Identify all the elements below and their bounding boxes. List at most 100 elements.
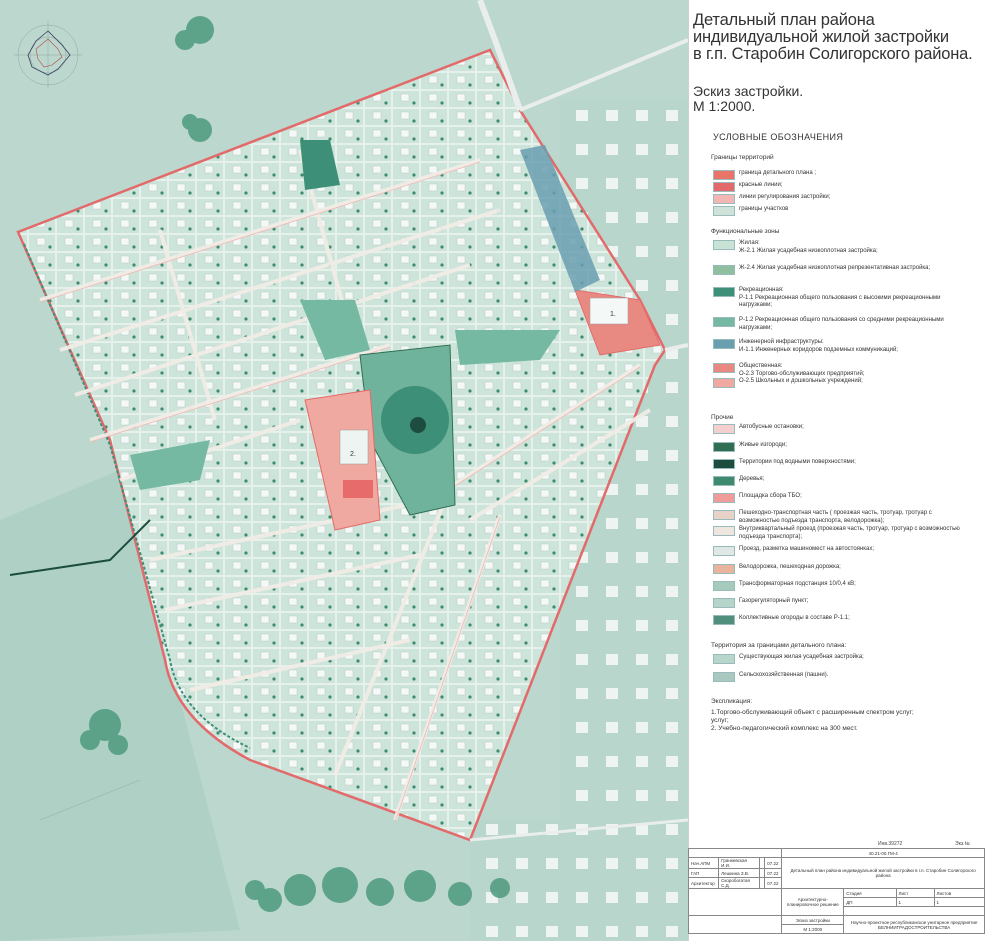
boundary-row: линии регулирования застройки; bbox=[713, 194, 969, 204]
boundary-label: линии регулирования застройки; bbox=[739, 194, 831, 200]
boundary-swatch bbox=[713, 182, 735, 192]
organization: Научно-проектное республиканское унитарн… bbox=[843, 915, 985, 934]
zone-label: Рекреационная: Р-1.1 Рекреационная общег… bbox=[739, 287, 941, 308]
other-swatch bbox=[713, 442, 735, 452]
zone-swatch bbox=[713, 240, 735, 250]
zone-row: О-2.5 Школьных и дошкольных учреждений; bbox=[713, 378, 969, 388]
boundary-row: граница детального плана ; bbox=[713, 170, 969, 180]
other-row: Автобусные остановки; bbox=[713, 424, 969, 434]
title-line-5: М 1:2000. bbox=[693, 98, 756, 114]
name-3: Скоробогатая С.Д. bbox=[718, 877, 761, 889]
zone-label: Р-1.2 Рекреационная общего пользования с… bbox=[739, 317, 944, 331]
other-label: Коллективные огороды в составе Р-1.1; bbox=[739, 615, 850, 621]
role-2: ГАП bbox=[687, 868, 720, 878]
zone-label: Общественная: О-2.3 Торгово-обслуживающи… bbox=[739, 363, 865, 377]
other-row: Внутриквартальный проезд (проезжая часть… bbox=[713, 526, 969, 541]
boundary-label: границы участков bbox=[739, 206, 789, 212]
outside-row: Сельскохозяйственная (пашни). bbox=[713, 672, 969, 682]
wind-rose-icon bbox=[14, 21, 82, 89]
other-label: Велодорожка, пешеходная дорожка; bbox=[739, 564, 841, 570]
other-swatch bbox=[713, 459, 735, 469]
zone-label: Инженерной инфраструктуры: И-1.1 Инженер… bbox=[739, 339, 898, 353]
zone-swatch bbox=[713, 378, 735, 388]
outside-label: Существующая жилая усадебная застройка; bbox=[739, 654, 864, 660]
sheet-label: Лист bbox=[895, 888, 935, 898]
explication-line-2: услуг; bbox=[711, 717, 729, 724]
other-swatch bbox=[713, 581, 735, 591]
name-1: Гранкевская И.И. bbox=[718, 857, 761, 869]
zone-swatch bbox=[713, 265, 735, 275]
boundary-swatch bbox=[713, 206, 735, 216]
other-row: Велодорожка, пешеходная дорожка; bbox=[713, 564, 969, 574]
sheets-value: 1 bbox=[933, 897, 985, 907]
other-label: Площадка сбора ТБО; bbox=[739, 493, 802, 499]
plan-title: Детальный план района индивидуальной жил… bbox=[693, 12, 983, 63]
copy-number: Экз.№ bbox=[955, 841, 970, 847]
name-2: Лешкина З.В. bbox=[718, 868, 761, 878]
outside-label: Сельскохозяйственная (пашни). bbox=[739, 672, 829, 678]
zone-row: Общественная: О-2.3 Торгово-обслуживающи… bbox=[713, 363, 969, 378]
zone-label: Жилая: Ж-2.1 Жилая усадебная низкоплотна… bbox=[739, 240, 878, 254]
other-row: Пешеходно-транспортная часть ( проезжая … bbox=[713, 510, 969, 525]
site-plan-map[interactable]: 2. 1. bbox=[0, 0, 688, 941]
other-swatch bbox=[713, 615, 735, 625]
explication-line-1: 1.Торгово-обслуживающий объект с расшире… bbox=[711, 709, 914, 716]
zone-row: Инженерной инфраструктуры: И-1.1 Инженер… bbox=[713, 339, 969, 354]
other-row: Трансформаторная подстанция 10/0,4 кВ; bbox=[713, 581, 969, 591]
other-row: Газорегуляторный пункт; bbox=[713, 598, 969, 608]
drawing-name: Эскиз застройки bbox=[781, 915, 845, 925]
drawing-scale: М 1:2000 bbox=[781, 924, 845, 934]
other-label: Внутриквартальный проезд (проезжая часть… bbox=[739, 526, 960, 540]
title-line-1: Детальный план района bbox=[693, 11, 875, 29]
outside-heading: Территория за границами детального плана… bbox=[711, 642, 847, 649]
zone-swatch bbox=[713, 339, 735, 349]
other-row: Коллективные огороды в составе Р-1.1; bbox=[713, 615, 969, 625]
boundary-row: границы участков bbox=[713, 206, 969, 216]
project-name: Детальный план района индивидуальной жил… bbox=[781, 857, 985, 889]
date-1: 07.22 bbox=[764, 857, 783, 869]
other-swatch bbox=[713, 546, 735, 556]
site-plan-svg: 2. 1. bbox=[0, 0, 688, 941]
other-row: Территории под водными поверхностями; bbox=[713, 459, 969, 469]
sheet-value: 1 bbox=[895, 897, 935, 907]
boundary-row: красные линии; bbox=[713, 182, 969, 192]
other-label: Территории под водными поверхностями; bbox=[739, 459, 856, 465]
other-row: Деревья; bbox=[713, 476, 969, 486]
title-line-2: индивидуальной жилой застройки bbox=[693, 28, 949, 46]
role-1: Нач.АПМ bbox=[687, 857, 720, 869]
other-label: Живые изгороди; bbox=[739, 442, 787, 448]
other-swatch bbox=[713, 526, 735, 536]
zone-row: Рекреационная: Р-1.1 Рекреационная общег… bbox=[713, 287, 969, 310]
date-2: 07.22 bbox=[764, 868, 783, 878]
map-label-commercial: 1. bbox=[610, 311, 616, 318]
outside-row: Существующая жилая усадебная застройка; bbox=[713, 654, 969, 664]
other-label: Автобусные остановки; bbox=[739, 424, 804, 430]
outside-swatch bbox=[713, 654, 735, 664]
other-swatch bbox=[713, 598, 735, 608]
boundaries-heading: Границы территорий bbox=[711, 154, 774, 161]
other-row: Живые изгороди; bbox=[713, 442, 969, 452]
other-label: Деревья; bbox=[739, 476, 765, 482]
zone-swatch bbox=[713, 287, 735, 297]
zone-row: Ж-2.4 Жилая усадебная низкоплотная репре… bbox=[713, 265, 969, 275]
zone-label: Ж-2.4 Жилая усадебная низкоплотная репре… bbox=[739, 265, 931, 271]
stage-value: ДП bbox=[843, 897, 897, 907]
zones-heading: Функциональные зоны bbox=[711, 228, 780, 235]
plan-subtitle: Эскиз застройки. М 1:2000. bbox=[693, 84, 803, 114]
other-heading: Прочие bbox=[711, 414, 734, 421]
sheets-label: Листов bbox=[933, 888, 985, 898]
map-label-school: 2. bbox=[350, 451, 356, 458]
section-name: Архитектурно-планировочное решение bbox=[781, 888, 845, 916]
other-label: Трансформаторная подстанция 10/0,4 кВ; bbox=[739, 581, 856, 587]
other-swatch bbox=[713, 424, 735, 434]
inventory-number: Инв.39272 bbox=[878, 841, 903, 847]
legend-panel: Детальный план района индивидуальной жил… bbox=[688, 0, 985, 941]
explication-line-3: 2. Учебно-педагогический комплекс на 300… bbox=[711, 725, 858, 732]
other-row: Проезд, разметка машиномест на автостоян… bbox=[713, 546, 969, 556]
zone-row: Жилая: Ж-2.1 Жилая усадебная низкоплотна… bbox=[713, 240, 969, 255]
zone-row: Р-1.2 Рекреационная общего пользования с… bbox=[713, 317, 969, 332]
boundary-swatch bbox=[713, 170, 735, 180]
other-label: Пешеходно-транспортная часть ( проезжая … bbox=[739, 510, 932, 524]
stage-label: Стадия bbox=[843, 888, 897, 898]
